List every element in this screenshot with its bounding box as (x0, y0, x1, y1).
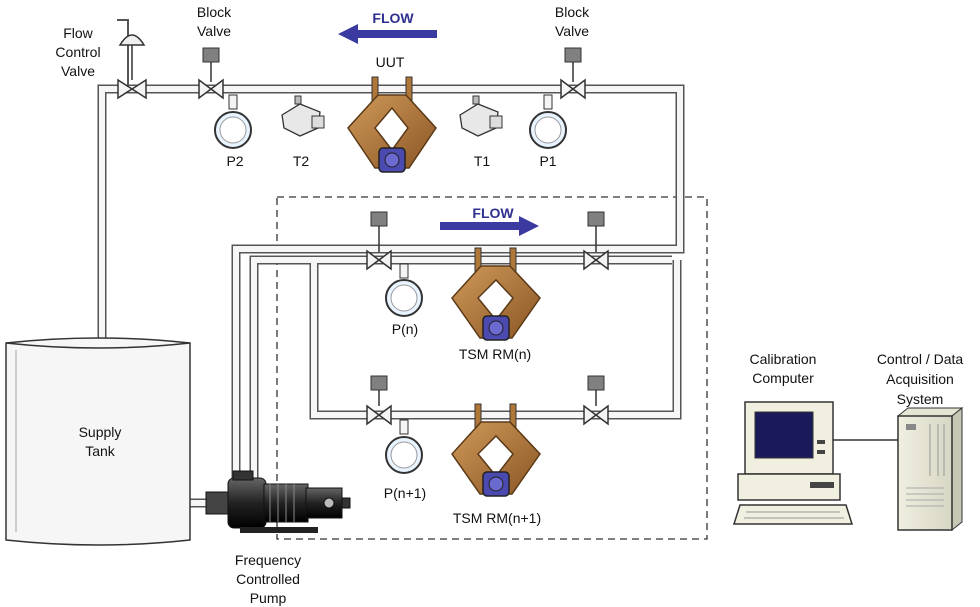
block-valve-right-label-2: Valve (555, 23, 589, 39)
supply-tank-label-1: Supply (79, 424, 122, 440)
coriolis-meter-uut (347, 76, 437, 173)
calibration-computer-label-1: Calibration (750, 351, 817, 367)
t2-label: T2 (293, 153, 310, 169)
flow-arrow-middle (440, 216, 539, 236)
pump-label-1: Frequency (235, 552, 301, 568)
pump-label-2: Controlled (236, 571, 300, 587)
block-valve-left (198, 47, 224, 100)
tsm-n1-label: TSM RM(n+1) (453, 510, 541, 526)
coriolis-meter-tsm-n (451, 247, 541, 341)
t1-label: T1 (474, 153, 491, 169)
pn-label: P(n) (392, 321, 418, 337)
flow-control-valve-label-2: Control (55, 44, 100, 60)
flow-control-valve (117, 19, 147, 100)
pressure-gauge-p2 (214, 94, 252, 149)
control-system-label-1: Control / Data (877, 351, 964, 367)
valve-line-n-outlet (583, 211, 609, 271)
valve-line-n1-outlet (583, 375, 609, 426)
block-valve-right-label-1: Block (555, 4, 590, 20)
p2-label: P2 (226, 153, 243, 169)
temperature-transmitter-t2 (281, 95, 325, 137)
p1-label: P1 (539, 153, 556, 169)
valve-line-n1-inlet (366, 375, 392, 426)
control-system-label-3: System (897, 391, 944, 407)
reference-meter-enclosure (276, 196, 708, 540)
block-valve-right (560, 47, 586, 100)
supply-tank (5, 337, 191, 546)
pressure-gauge-pn1 (385, 419, 423, 474)
block-valve-left-label-1: Block (197, 4, 232, 20)
flow-label-middle: FLOW (472, 205, 514, 221)
calibration-computer-label-2: Computer (752, 370, 814, 386)
supply-tank-label-2: Tank (85, 443, 116, 459)
pn1-label: P(n+1) (384, 485, 426, 501)
labels: Flow Control Valve Block Valve Block Val… (55, 4, 963, 606)
flow-arrow-top (338, 24, 437, 44)
frequency-controlled-pump (205, 470, 351, 533)
pressure-gauge-p1 (529, 94, 567, 149)
pressure-gauge-pn (385, 263, 423, 317)
flow-control-valve-label-1: Flow (63, 25, 93, 41)
block-valve-left-label-2: Valve (197, 23, 231, 39)
control-system-label-2: Acquisition (886, 371, 954, 387)
tsm-n-label: TSM RM(n) (459, 346, 531, 362)
temperature-transmitter-t1 (459, 95, 503, 137)
valve-line-n-inlet (366, 211, 392, 271)
coriolis-meter-tsm-n1 (451, 403, 541, 497)
uut-label: UUT (376, 54, 405, 70)
calibration-computer (732, 401, 854, 525)
flow-control-valve-label-3: Valve (61, 63, 95, 79)
flow-label-top: FLOW (372, 10, 414, 26)
pump-label-3: Pump (250, 590, 287, 606)
control-data-acquisition-tower (896, 406, 964, 532)
